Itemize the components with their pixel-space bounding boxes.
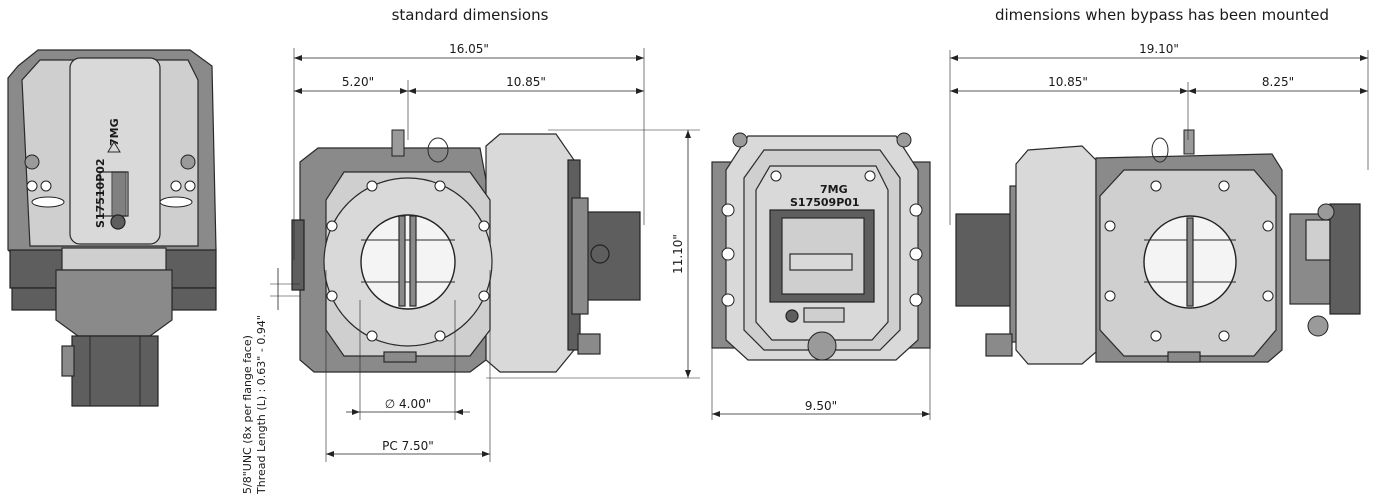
brand-marking-side: 7MG (108, 118, 121, 146)
bypass-dimension-lines (949, 50, 1369, 225)
flange-view (291, 129, 641, 373)
bypass-total-label: 19.10" (1139, 42, 1179, 56)
serial-marking-front: S17509P01 (790, 196, 860, 209)
bypass-dimensions-caption: dimensions when bypass has been mounted (995, 6, 1329, 24)
bypass-left-label: 10.85" (1048, 75, 1088, 89)
side-view: 7MG S17510P02 (7, 49, 217, 407)
bypass-right-label: 8.25" (1262, 75, 1294, 89)
height-label: 11.10" (671, 234, 685, 274)
thread-note-line1: 5/8"UNC (8x per flange face) (241, 335, 254, 494)
right-offset-label: 10.85" (506, 75, 546, 89)
recycle-logo-icon (107, 141, 121, 153)
thread-note-line2: Thread Length (L) : 0.63" - 0.94" (255, 315, 268, 495)
standard-dimensions-caption: standard dimensions (392, 6, 549, 24)
front-width-label: 9.50" (805, 399, 837, 413)
bore-diameter-label: ∅ 4.00" (385, 397, 432, 411)
left-offset-label: 5.20" (342, 75, 374, 89)
serial-marking-side: S17510P02 (94, 158, 107, 228)
bypass-view (955, 129, 1361, 365)
brand-marking-front: 7MG (820, 183, 848, 196)
standard-dimension-lines (270, 48, 931, 462)
front-view: 7MG S17509P01 (711, 132, 931, 361)
pitch-circle-label: PC 7.50" (382, 439, 434, 453)
total-length-label: 16.05" (449, 42, 489, 56)
